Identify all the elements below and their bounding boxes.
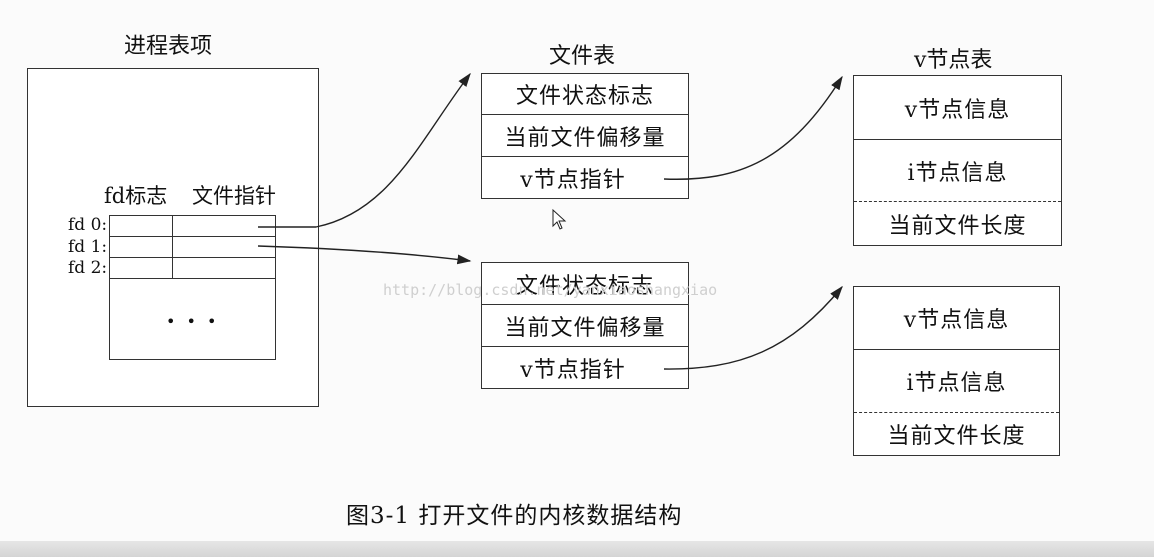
vnode-entry-1: v节点信息 i节点信息 当前文件长度	[853, 75, 1062, 246]
fd1-to-file-table-arrow	[257, 245, 472, 265]
vnode-entry-2: v节点信息 i节点信息 当前文件长度	[853, 286, 1060, 456]
vnode-info: v节点信息	[854, 287, 1059, 350]
current-file-offset: 当前文件偏移量	[482, 115, 688, 157]
vnode-pointer: v节点指针	[520, 167, 626, 193]
watermark: http://blog.csdn.net/yanxiaoshangxiao	[383, 281, 718, 299]
fd-row-divider	[109, 278, 276, 279]
fd0-label: fd 0:	[68, 215, 108, 235]
vnode-info: v节点信息	[854, 76, 1061, 140]
process-table-title: 进程表项	[124, 34, 213, 59]
fd2-label: fd 2:	[68, 258, 108, 278]
fd1-label: fd 1:	[68, 237, 108, 257]
fd-flags-header: fd标志	[104, 184, 168, 208]
fd-column-divider	[172, 215, 173, 278]
file-status-flags: 文件状态标志	[482, 74, 688, 115]
vnode-table-title: v节点表	[914, 48, 993, 73]
bottom-strip	[0, 541, 1154, 557]
file-status-flags: 文件状态标志	[482, 263, 688, 305]
file-table-title: 文件表	[549, 44, 616, 69]
current-file-size: 当前文件长度	[887, 424, 1026, 449]
figure-caption: 图3-1 打开文件的内核数据结构	[346, 503, 683, 529]
inode-info: i节点信息	[854, 140, 1061, 202]
vnode-pointer: v节点指针	[520, 357, 626, 383]
current-file-offset: 当前文件偏移量	[482, 305, 688, 347]
fd-array	[109, 215, 276, 360]
fd-row-divider	[109, 257, 276, 258]
fd-ellipsis: • • •	[166, 312, 220, 331]
file-table-entry-1: 文件状态标志 当前文件偏移量 v节点指针	[481, 73, 689, 199]
inode-info: i节点信息	[854, 350, 1059, 413]
fd0-to-file-table-arrow	[258, 72, 471, 228]
file-pointer-header: 文件指针	[192, 184, 276, 208]
current-file-size: 当前文件长度	[888, 213, 1027, 239]
mouse-cursor-icon	[552, 208, 567, 230]
vnode-ptr-1-to-vnode-arrow	[663, 75, 843, 180]
vnode-ptr-2-to-vnode-arrow	[663, 285, 843, 370]
fd-row-divider	[109, 236, 276, 237]
file-table-entry-2: 文件状态标志 当前文件偏移量 v节点指针	[481, 262, 689, 389]
